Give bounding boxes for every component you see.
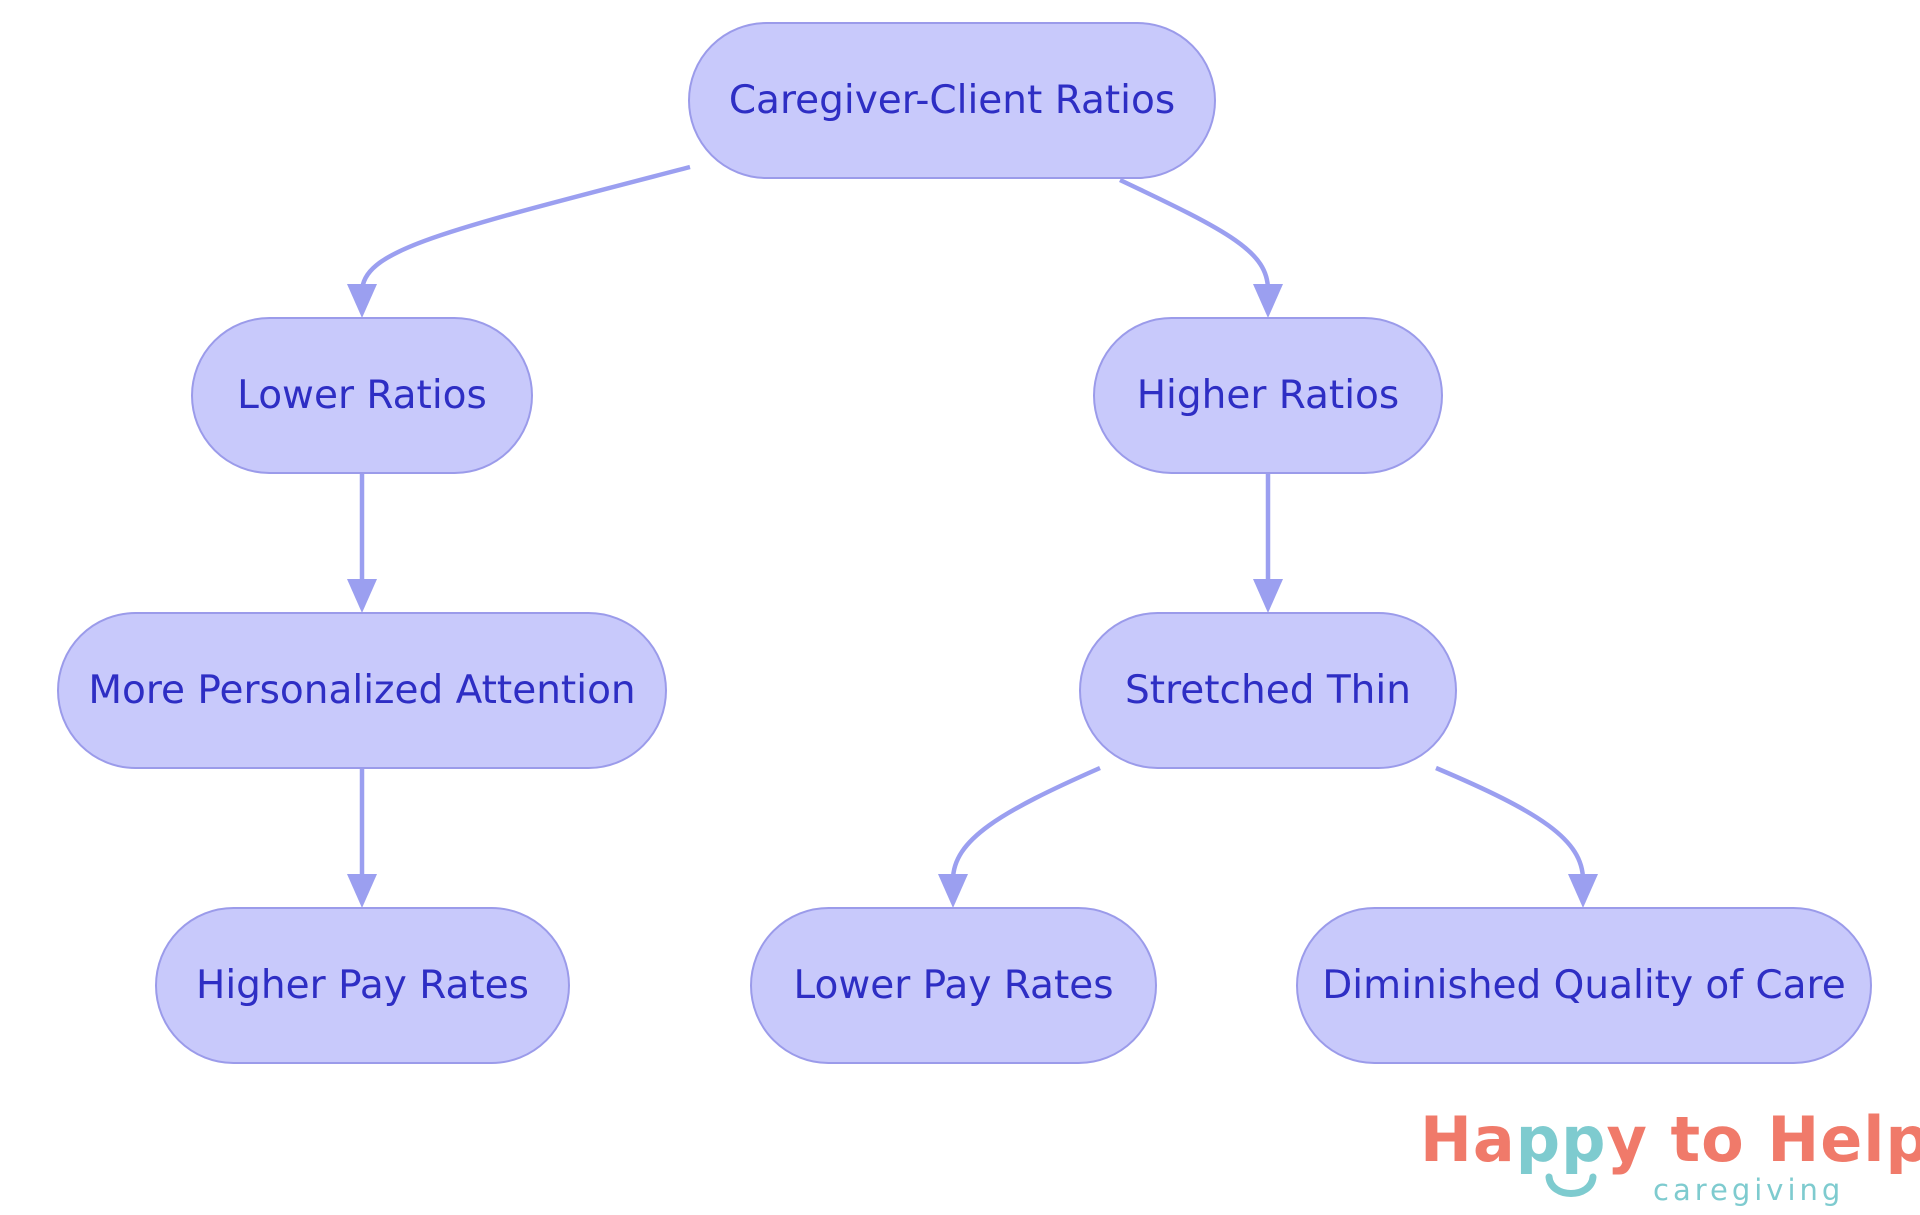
- logo-wordmark: Happy to Help: [1420, 1105, 1920, 1175]
- node-stretched-thin[interactable]: Stretched Thin: [1079, 612, 1457, 769]
- node-higher-ratios[interactable]: Higher Ratios: [1093, 317, 1443, 474]
- logo-text-part2: pp: [1515, 1103, 1607, 1176]
- edge-stretched-to-diminished: [1435, 765, 1586, 881]
- node-label: Lower Ratios: [237, 373, 487, 418]
- smile-icon: [1545, 1173, 1597, 1197]
- node-label: Higher Pay Rates: [196, 963, 529, 1008]
- node-lower-ratios[interactable]: Lower Ratios: [191, 317, 533, 474]
- node-label: Diminished Quality of Care: [1322, 963, 1846, 1008]
- arrowhead-lower-ratios: [347, 284, 377, 318]
- arrowhead-diminished: [1568, 874, 1598, 908]
- arrowhead-higher-pay: [347, 874, 377, 908]
- logo-text-part1: Ha: [1420, 1103, 1516, 1176]
- edges-group: [347, 164, 1598, 908]
- node-label: More Personalized Attention: [88, 668, 636, 713]
- edge-stretched-to-lower-pay: [950, 765, 1101, 881]
- node-label: Higher Ratios: [1136, 373, 1400, 418]
- node-diminished-quality-of-care[interactable]: Diminished Quality of Care: [1296, 907, 1872, 1064]
- arrowhead-attention: [347, 579, 377, 613]
- logo-text-part3: y to Help: [1606, 1103, 1920, 1176]
- arrowhead-lower-pay: [938, 874, 968, 908]
- node-label: Lower Pay Rates: [793, 963, 1114, 1008]
- node-more-personalized-attention[interactable]: More Personalized Attention: [57, 612, 667, 769]
- node-label: Stretched Thin: [1125, 668, 1411, 713]
- arrowhead-higher-ratios: [1253, 284, 1283, 318]
- logo-tagline: caregiving: [1653, 1173, 1845, 1207]
- node-caregiver-client-ratios[interactable]: Caregiver-Client Ratios: [688, 22, 1216, 179]
- edge-root-to-lower-ratios: [359, 164, 691, 293]
- edge-root-to-higher-ratios: [1119, 177, 1271, 291]
- node-higher-pay-rates[interactable]: Higher Pay Rates: [155, 907, 570, 1064]
- node-lower-pay-rates[interactable]: Lower Pay Rates: [750, 907, 1157, 1064]
- happy-to-help-logo: Happy to Help caregiving: [1420, 1105, 1920, 1215]
- node-label: Caregiver-Client Ratios: [728, 78, 1176, 123]
- arrowhead-stretched: [1253, 579, 1283, 613]
